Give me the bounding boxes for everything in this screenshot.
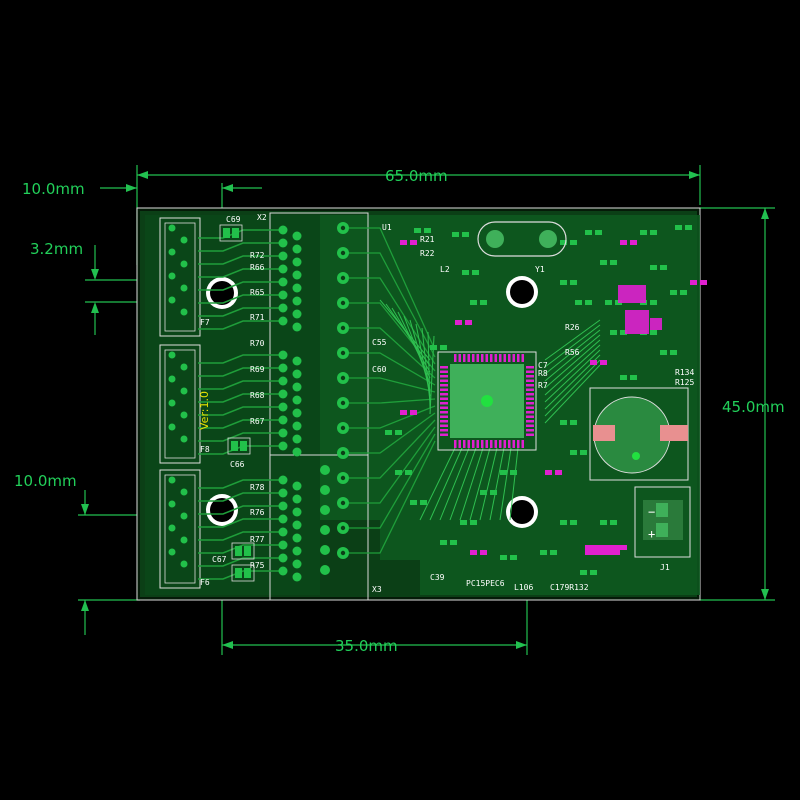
silk-label-r66: R66 <box>250 263 265 272</box>
width-dimension-label: 65.0mm <box>385 167 448 185</box>
silk-label-r77: R77 <box>250 535 265 544</box>
silk-label-r68: R68 <box>250 391 265 400</box>
silk-label-y1: Y1 <box>535 265 545 274</box>
silk-label-r134: R134 <box>675 368 694 377</box>
silk-label-x2: X2 <box>257 213 267 222</box>
silk-label-r7: R7 <box>538 381 548 390</box>
silk-label-c66: C66 <box>230 460 245 469</box>
silk-label-r70: R70 <box>250 339 265 348</box>
silk-label-u1: U1 <box>382 223 392 232</box>
silk-label-c55: C55 <box>372 338 387 347</box>
silk-label-c179: C179R132 <box>550 583 589 592</box>
battery-holder <box>589 387 689 481</box>
dimension-labels: 65.0mm 10.0mm 3.2mm 45.0mm 10.0mm 35.0mm <box>14 167 785 655</box>
silk-label-f6: F6 <box>200 578 210 587</box>
silk-label-pc15: PC15PEC6 <box>466 579 505 588</box>
silk-label-r26: R26 <box>565 323 580 332</box>
height-dimension-label: 45.0mm <box>722 398 785 416</box>
silk-label-r69: R69 <box>250 365 265 374</box>
bottom-dimension-label: 35.0mm <box>335 637 398 655</box>
silk-label-r21: R21 <box>420 235 435 244</box>
top-offset-dimension-label: 3.2mm <box>30 240 83 258</box>
silk-label-x3: X3 <box>372 585 382 594</box>
silk-label-r67: R67 <box>250 417 265 426</box>
power-connector-j1: − + <box>634 486 691 558</box>
copper-traces <box>198 227 601 580</box>
silk-label-r78: R78 <box>250 483 265 492</box>
silk-label-r65: R65 <box>250 288 265 297</box>
svg-text:+: + <box>648 527 655 541</box>
silk-label-f7: F7 <box>200 318 210 327</box>
silk-label-c69: C69 <box>226 215 241 224</box>
silk-label-r125: R125 <box>675 378 694 387</box>
rj45-connector-f6 <box>159 469 201 589</box>
silk-label-c67: C67 <box>212 555 227 564</box>
silk-label-l106: L106 <box>514 583 533 592</box>
silk-label-l2: L2 <box>440 265 450 274</box>
mounting-holes <box>206 276 538 528</box>
silk-label-c39: C39 <box>430 573 445 582</box>
silk-label-r76: R76 <box>250 508 265 517</box>
rj45-connector-f8 <box>159 344 201 464</box>
mid-offset-dimension-label: 10.0mm <box>14 472 77 490</box>
main-ic-chip <box>437 351 537 451</box>
silk-label-f8: F8 <box>200 445 210 454</box>
silk-label-r22: R22 <box>420 249 435 258</box>
version-label: Ver:1.0 <box>198 391 211 430</box>
silk-label-c7: C7 <box>538 361 548 370</box>
silkscreen-labels: F7 F8 F6 X2 X3 J1 Y1 C69 C66 C67 R72 R66… <box>200 213 694 594</box>
silk-label-r75: R75 <box>250 561 265 570</box>
silk-label-r8: R8 <box>538 369 548 378</box>
silk-label-c60: C60 <box>372 365 387 374</box>
svg-text:−: − <box>648 505 655 519</box>
silk-label-r71: R71 <box>250 313 265 322</box>
silk-label-j1: J1 <box>660 563 670 572</box>
left-offset-dimension-label: 10.0mm <box>22 180 85 198</box>
component-pads <box>168 222 707 582</box>
silk-label-r72: R72 <box>250 251 265 260</box>
silk-label-r56: R56 <box>565 348 580 357</box>
crystal-y1 <box>477 221 567 257</box>
